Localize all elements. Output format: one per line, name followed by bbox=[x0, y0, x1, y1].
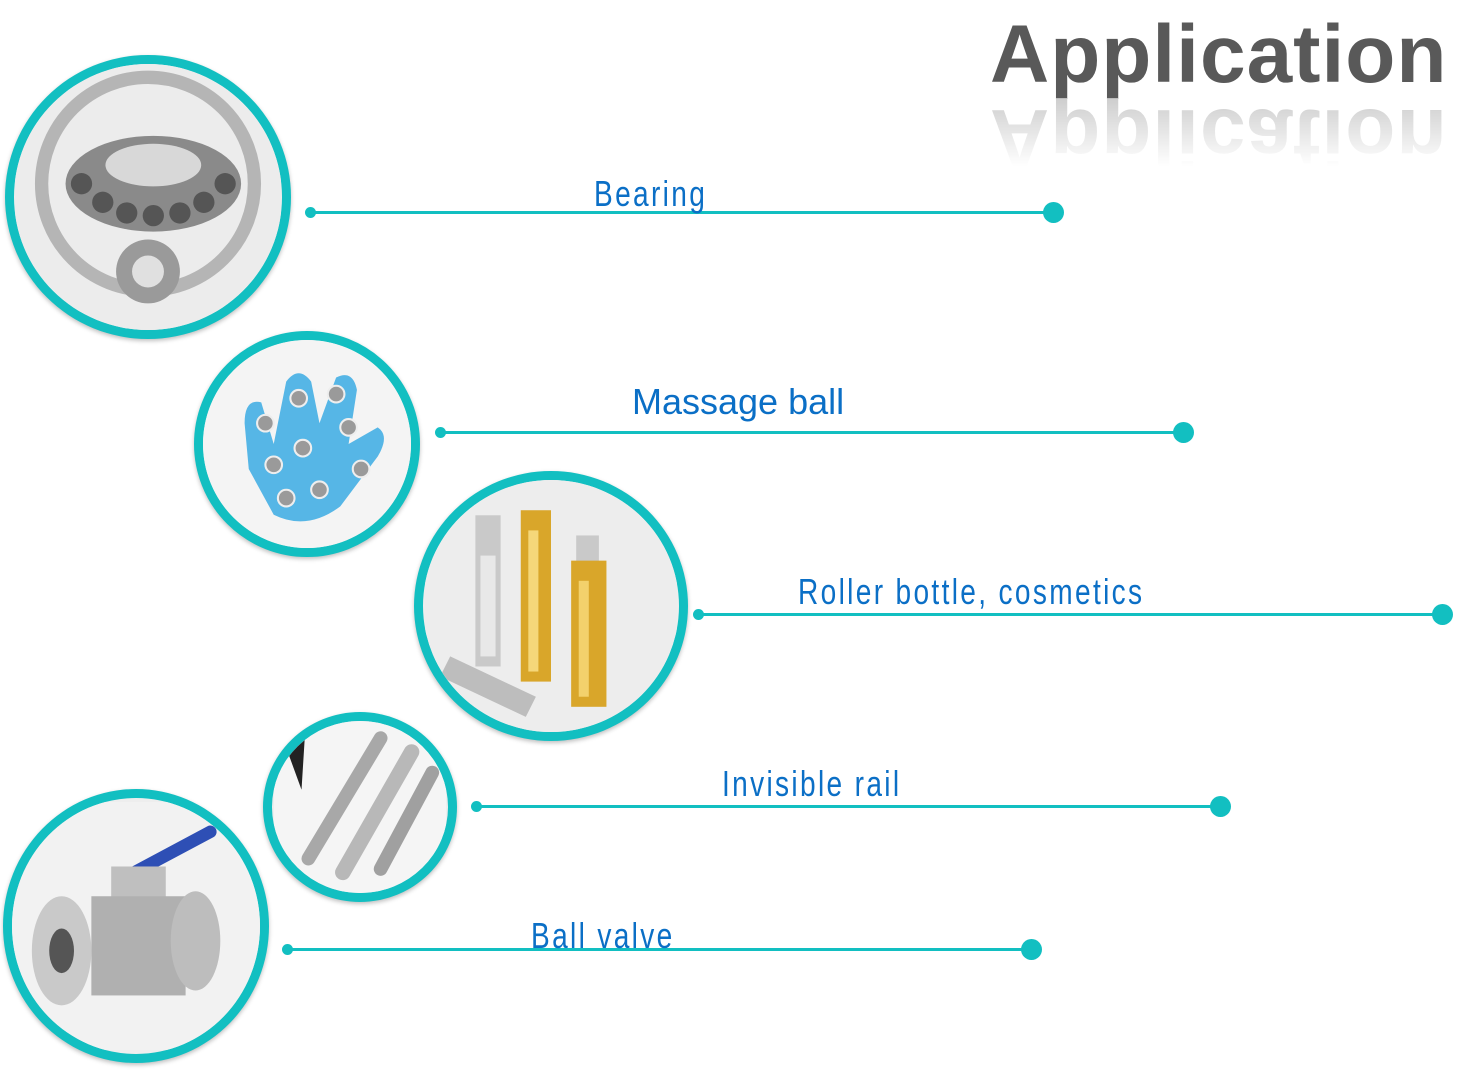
ball-valve-label: Ball valve bbox=[531, 915, 675, 956]
roller-bottle-image bbox=[414, 471, 688, 741]
bearing-connector bbox=[305, 202, 1064, 223]
bearing-image bbox=[5, 55, 291, 339]
roller-bottle-connector bbox=[693, 604, 1453, 625]
page-title: Application bbox=[990, 9, 1448, 100]
massage-ball-connector bbox=[435, 422, 1194, 443]
massage-ball-label: Massage ball bbox=[632, 381, 845, 422]
ball-valve-image bbox=[3, 789, 269, 1063]
title-reflection: Application bbox=[990, 98, 1448, 178]
drawer-rail-image bbox=[263, 712, 457, 902]
massage-glove-image bbox=[194, 331, 420, 557]
invisible-rail-connector bbox=[471, 796, 1231, 817]
invisible-rail-label: Invisible rail bbox=[722, 763, 902, 804]
roller-bottle-label: Roller bottle, cosmetics bbox=[798, 571, 1145, 612]
bearing-label: Bearing bbox=[594, 173, 708, 214]
ball-valve-connector bbox=[282, 939, 1042, 960]
